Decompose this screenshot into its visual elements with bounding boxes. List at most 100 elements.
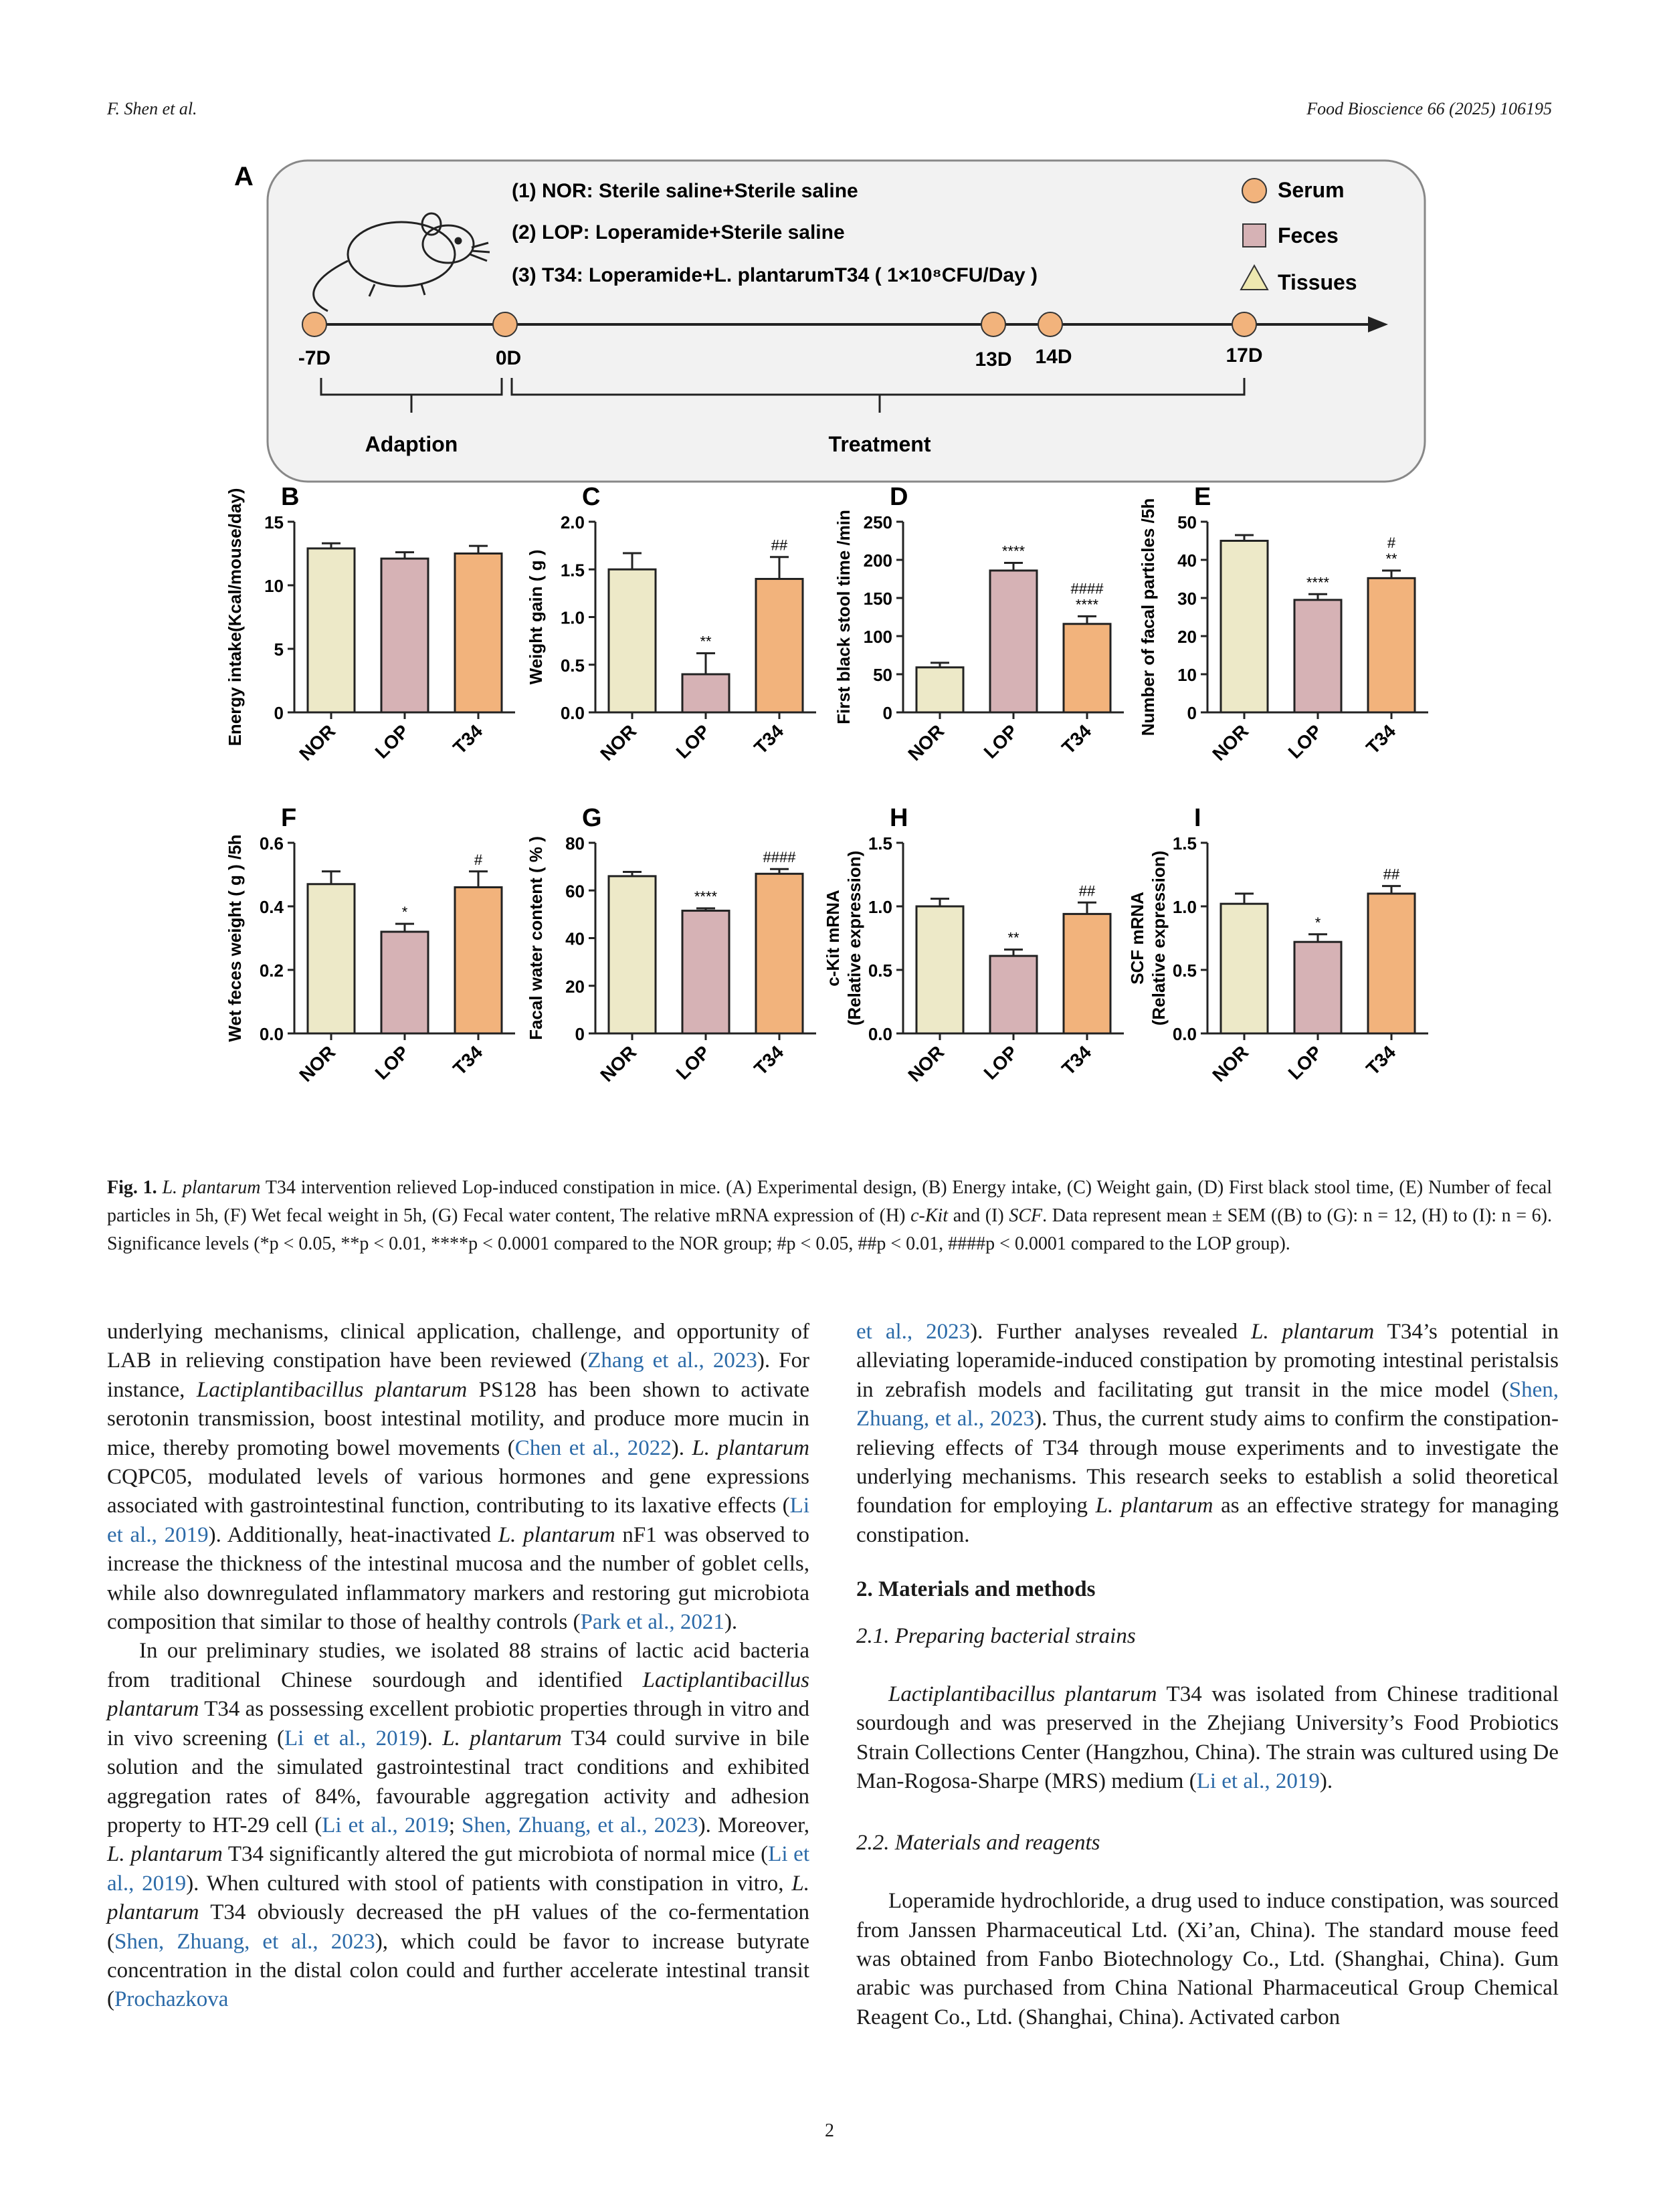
significance-mark: ## (1079, 882, 1096, 899)
citation-link[interactable]: Shen, Zhuang, et al., 2023 (856, 1377, 1559, 1431)
significance-mark: **** (694, 888, 718, 905)
significance-mark: ** (1385, 550, 1397, 567)
text-run: T34 significantly altered the gut microb… (222, 1842, 769, 1867)
y-tick-label: 30 (1177, 589, 1197, 609)
y-tick-label: 20 (1177, 627, 1197, 647)
text-run: ), which could be favor to increase buty… (107, 1929, 810, 2012)
x-tick-label: LOP (672, 1041, 714, 1084)
significance-mark: # (1387, 534, 1396, 551)
mouse-illustration (312, 212, 490, 312)
legend-tissues: Tissues (1278, 270, 1357, 294)
bar (454, 886, 503, 1035)
y-tick-label: 0.4 (260, 897, 284, 917)
citation-link[interactable]: Li et al., 2019 (284, 1726, 420, 1750)
phase-treatment: Treatment (829, 432, 931, 456)
panel-label: F (281, 804, 296, 832)
significance-mark: ## (771, 537, 788, 554)
y-tick-label: 0.2 (260, 961, 284, 981)
paragraph: Lactiplantibacillus plantarum T34 was is… (856, 1680, 1559, 1797)
timeline-arrow-icon (1368, 316, 1388, 332)
panel-label: D (890, 483, 908, 511)
citation-link[interactable]: Li et al., 2019 (322, 1813, 449, 1837)
y-axis-label: SCF mRNA (1127, 892, 1147, 985)
citation-link[interactable]: Shen, Zhuang, et al., 2023 (114, 1929, 375, 1954)
text-run: T34 was isolated from Chinese traditiona… (856, 1682, 1559, 1794)
text-run: T34 as possessing excellent probiotic pr… (107, 1697, 809, 1750)
y-tick-label: 2.0 (561, 512, 585, 532)
y-tick-label: 1.0 (561, 608, 585, 628)
y-tick-label: 1.0 (868, 897, 892, 917)
y-tick-label: 1.5 (868, 833, 892, 853)
citation-link[interactable]: Zhang et al., 2023 (587, 1348, 757, 1373)
significance-mark: **** (1306, 574, 1330, 591)
text-run: ). When cultured with stool of patients … (186, 1871, 792, 1896)
text-run: PS128 has been shown to activate seroton… (107, 1377, 809, 1460)
citation-link[interactable]: Li et al., 2019 (107, 1494, 809, 1547)
subsection-heading: 2.1. Preparing bacterial strains (856, 1623, 1136, 1648)
panel-label: G (582, 804, 602, 832)
timepoint-marker (302, 312, 327, 337)
x-tick-label: LOP (371, 720, 413, 763)
citation-link[interactable]: Park et al., 2021 (580, 1610, 724, 1635)
panel-label: E (1194, 483, 1211, 511)
timepoint-label: 14D (1035, 346, 1072, 368)
running-header-journal: Food Bioscience 66 (2025) 106195 (1306, 99, 1552, 118)
citation-link[interactable]: et al., 2023 (856, 1320, 971, 1344)
x-tick-label: T34 (1362, 720, 1399, 758)
y-tick-label: 0 (274, 703, 284, 723)
text-run: Loperamide hydrochloride, a drug used to… (856, 1889, 1559, 2029)
text-run: ; (448, 1813, 462, 1837)
timepoint-marker (981, 312, 1006, 337)
timepoint-marker (492, 312, 518, 337)
y-axis-label: Number of facal particles /5h (1138, 498, 1158, 736)
text-run: ). Thus, the current study aims to confi… (856, 1407, 1559, 1518)
italic-term: Lactiplantibacillus plantarum (888, 1682, 1157, 1707)
citation-link[interactable]: Prochazkova (114, 1987, 229, 2012)
y-axis-label: Wet feces weight ( g ) /5h (225, 834, 245, 1041)
citation-link[interactable]: Shen, Zhuang, et al., 2023 (462, 1813, 698, 1837)
citation-link[interactable]: Chen et al., 2022 (514, 1435, 672, 1460)
caption-text: T34 intervention relieved Lop-induced co… (107, 1177, 1553, 1226)
bar (681, 910, 730, 1035)
significance-mark: * (1315, 914, 1321, 931)
y-tick-label: 200 (864, 550, 892, 571)
timepoint-label: 17D (1226, 344, 1262, 367)
y-tick-label: 150 (864, 589, 892, 609)
significance-mark: ## (1383, 866, 1400, 883)
x-tick-label: LOP (371, 1041, 413, 1084)
x-tick-label: NOR (295, 1041, 339, 1086)
text-run: ). (671, 1435, 692, 1460)
citation-link[interactable]: Li et al., 2019 (107, 1842, 809, 1896)
x-tick-label: LOP (672, 720, 714, 763)
paragraph: Loperamide hydrochloride, a drug used to… (856, 1887, 1559, 2032)
italic-term: L. plantarum (1251, 1320, 1375, 1344)
text-run: underlying mechanisms, clinical applicat… (107, 1320, 809, 1373)
y-tick-label: 40 (1177, 550, 1197, 571)
italic-term: L. plantarum (442, 1726, 562, 1750)
panel-label: H (890, 804, 908, 832)
serum-legend-icon (1242, 178, 1267, 203)
citation-link[interactable]: Li et al., 2019 (1196, 1769, 1320, 1794)
significance-mark: # (474, 851, 483, 868)
panel-a-box (266, 159, 1426, 483)
x-tick-label: LOP (980, 720, 1022, 763)
bar (915, 905, 965, 1035)
x-tick-label: LOP (1284, 720, 1327, 763)
bar (989, 954, 1038, 1035)
y-tick-label: 0.0 (260, 1024, 284, 1044)
x-tick-label: T34 (1362, 1041, 1399, 1079)
y-tick-label: 0 (575, 1024, 585, 1044)
phase-adaption: Adaption (365, 432, 458, 456)
bar (755, 578, 804, 714)
y-tick-label: 15 (264, 512, 284, 532)
y-axis-label: c-Kit mRNA (823, 890, 843, 987)
text-run: ). Further analyses revealed (970, 1320, 1252, 1344)
text-run: In our preliminary studies, we isolated … (107, 1639, 809, 1692)
y-tick-label: 100 (864, 627, 892, 647)
significance-mark: #### (1071, 580, 1104, 597)
significance-mark: ** (1007, 930, 1019, 946)
